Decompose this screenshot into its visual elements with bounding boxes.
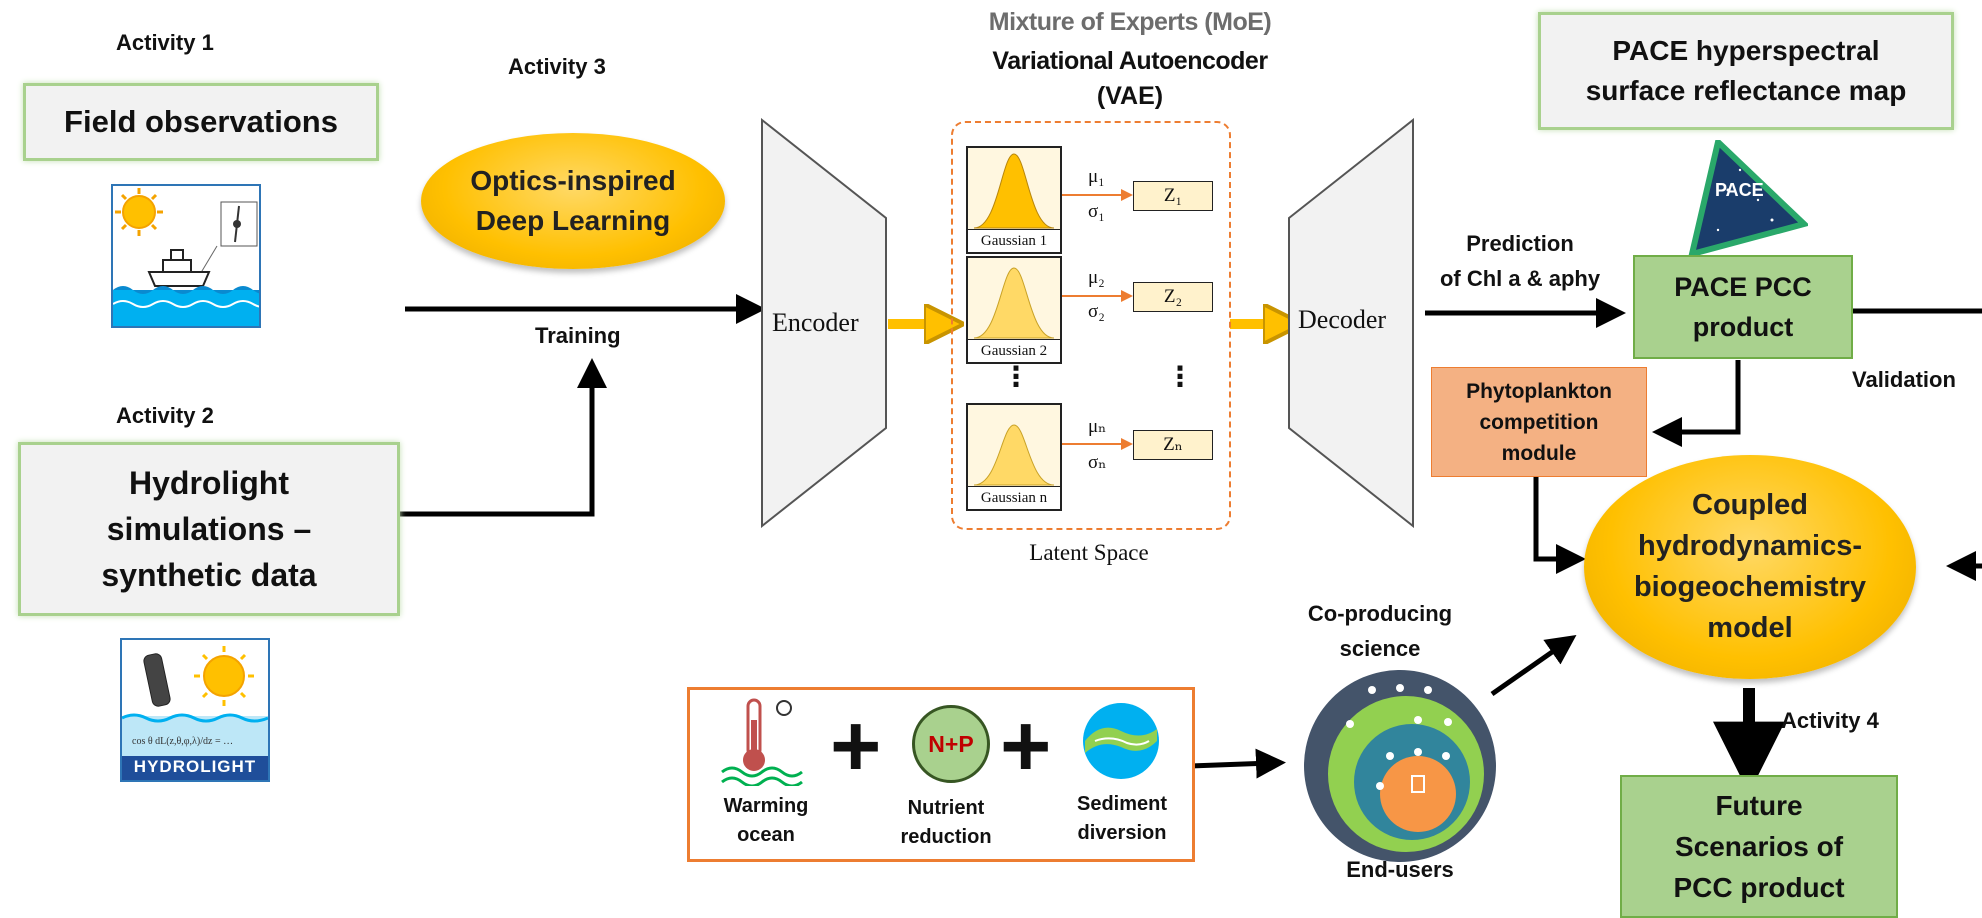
pace-map-line-1: PACE hyperspectral [1612, 35, 1880, 66]
sigma-n: σₙ [1088, 452, 1107, 473]
coproduce-arrow [1490, 634, 1577, 697]
gaussian-1: Gaussian 1 [966, 146, 1062, 254]
thermometer-icon [721, 698, 803, 786]
phyto-line-1: Phytoplankton [1466, 379, 1612, 403]
field-observation-image [111, 184, 261, 328]
nutrient-line-2: reduction [900, 826, 992, 848]
field-observations-box: Field observations [23, 83, 379, 161]
mu-2: μ₂ [1088, 267, 1105, 288]
optics-deep-learning-ellipse: Optics-inspired Deep Learning [421, 133, 725, 269]
hydrolight-line-1: Hydrolight [129, 465, 289, 501]
coupled-line-2: hydrodynamics- [1638, 530, 1862, 562]
hydrolight-line-2: simulations – [106, 511, 312, 547]
future-line-3: PCC product [1673, 872, 1845, 903]
moe-title: Mixture of Experts (MoE) [988, 8, 1272, 36]
encoder-label: Encoder [772, 308, 859, 337]
mu-n: μₙ [1088, 416, 1107, 437]
hydrolight-box: Hydrolight simulations – synthetic data [18, 442, 400, 616]
phyto-line-2: competition [1479, 410, 1599, 434]
plus-icon-1: + [830, 696, 882, 795]
nutrient-icon-text: N+P [928, 730, 974, 757]
prediction-label: Prediction of Chl a & aphy [1420, 226, 1620, 296]
z-1: Z₁ [1133, 181, 1213, 211]
mu-1: μ₁ [1088, 166, 1105, 187]
sun-icon [203, 655, 245, 697]
nutrient-line-1: Nutrient [907, 797, 985, 819]
coupled-line-3: biogeochemistry [1633, 571, 1867, 603]
latent-space-label: Latent Space [1029, 540, 1149, 565]
field-observations-label: Field observations [64, 104, 338, 139]
pace-pcc-box: PACE PCC product [1633, 255, 1853, 359]
sigma-1: σ₁ [1088, 201, 1105, 222]
gaussian-1-label: Gaussian 1 [968, 229, 1060, 252]
end-users-label: End-users [1346, 857, 1454, 882]
sediment-icon [1083, 703, 1159, 779]
coproducing-line-1: Co-producing [1307, 601, 1453, 626]
activity1-label: Activity 1 [116, 30, 214, 55]
nutrient-label: Nutrient reduction [886, 794, 1006, 852]
future-line-1: Future [1715, 790, 1803, 821]
optics-line-1: Optics-inspired [470, 165, 676, 196]
pace-logo-text: PACE [1715, 180, 1764, 200]
stakeholder-circles [1304, 670, 1496, 862]
sediment-label: Sediment diversion [1062, 790, 1182, 848]
sediment-line-2: diversion [1077, 822, 1167, 844]
vae-title-line-1: Variational Autoencoder [992, 47, 1268, 75]
hydrolight-line-3: synthetic data [101, 557, 317, 593]
future-line-2: Scenarios of [1674, 831, 1844, 862]
activity3-label: Activity 3 [508, 54, 606, 79]
activity4-label: Activity 4 [1781, 708, 1879, 733]
gaussian-n: Gaussian n [966, 403, 1062, 511]
hydrolight-logo-text: HYDROLIGHT [133, 757, 257, 776]
pace-pcc-line-1: PACE PCC [1674, 272, 1812, 302]
optics-line-2: Deep Learning [475, 205, 671, 236]
z-n: Zₙ [1133, 430, 1213, 460]
future-scenarios-box: Future Scenarios of PCC product [1620, 775, 1898, 918]
z-2: Z₂ [1133, 282, 1213, 312]
phyto-coupled-arrow [1533, 476, 1586, 574]
hydrolight-arrow [397, 358, 607, 517]
ellipsis-right: ⋮ [1166, 361, 1194, 392]
decoder-label: Decoder [1298, 305, 1387, 334]
validation-label: Validation [1852, 367, 1956, 392]
coproducing-label: Co-producing science [1285, 596, 1475, 666]
stressors-arrow [1189, 748, 1286, 779]
gaussian-2: Gaussian 2 [966, 256, 1062, 364]
sigma-2: σ₂ [1088, 301, 1105, 322]
training-label: Training [535, 323, 621, 348]
warming-label: Warming ocean [706, 792, 826, 850]
sun-icon [122, 195, 156, 229]
coproducing-line-2: science [1339, 636, 1421, 661]
vae-title-line-2: (VAE) [1096, 82, 1164, 110]
activity2-label: Activity 2 [116, 403, 214, 428]
pcc-phyto-arrow [1652, 360, 1741, 447]
encoder-shape [761, 118, 887, 528]
nutrient-icon: N+P [912, 705, 990, 783]
pace-map-box: PACE hyperspectral surface reflectance m… [1538, 12, 1954, 130]
svg-text:cos θ dL(z,θ,φ,λ)/dz = …: cos θ dL(z,θ,φ,λ)/dz = … [132, 736, 233, 747]
gaussian-2-label: Gaussian 2 [968, 339, 1060, 362]
phyto-line-3: module [1501, 441, 1577, 465]
ship-icon [147, 271, 211, 287]
warming-line-1: Warming [723, 795, 809, 817]
decoder-shape [1288, 118, 1414, 528]
phytoplankton-box: Phytoplankton competition module [1431, 367, 1647, 477]
pace-logo [1688, 140, 1808, 256]
warming-line-2: ocean [737, 824, 795, 846]
prediction-line-2: of Chl a & aphy [1439, 266, 1601, 291]
latent-space-box [951, 121, 1231, 530]
sediment-line-1: Sediment [1076, 793, 1168, 815]
ellipsis-left: ⋮ [1002, 361, 1030, 392]
gaussian-n-label: Gaussian n [968, 486, 1060, 509]
hydrolight-logo: cos θ dL(z,θ,φ,λ)/dz = … HYDROLIGHT [120, 638, 270, 782]
coupled-model-ellipse: Coupled hydrodynamics- biogeochemistry m… [1584, 455, 1916, 679]
coupled-line-1: Coupled [1692, 489, 1808, 521]
coupled-line-4: model [1707, 612, 1793, 644]
prediction-line-1: Prediction [1466, 231, 1574, 256]
pace-map-line-2: surface reflectance map [1585, 75, 1907, 106]
pace-pcc-line-2: product [1692, 312, 1794, 342]
plus-icon-2: + [1000, 696, 1052, 795]
